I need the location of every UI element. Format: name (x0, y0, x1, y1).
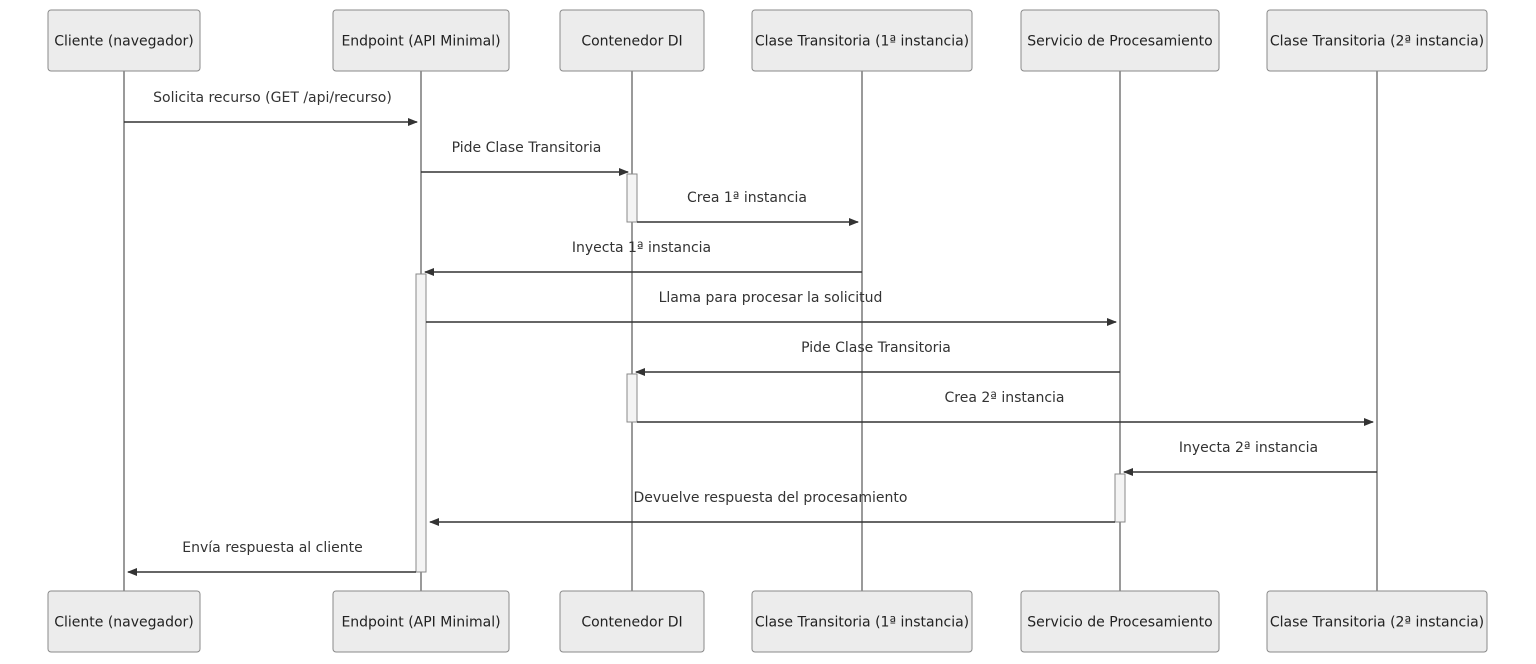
participant-t1-bottom: Clase Transitoria (1ª instancia) (751, 590, 973, 653)
message-label: Solicita recurso (GET /api/recurso) (153, 90, 392, 106)
lifelines (123, 71, 1378, 591)
participant-label: Contenedor DI (581, 34, 682, 50)
participant-label: Cliente (navegador) (54, 615, 194, 631)
message-2: Pide Clase Transitoria (421, 140, 629, 176)
participant-label: Endpoint (API Minimal) (341, 615, 500, 631)
participant-servicio-bottom: Servicio de Procesamiento (1020, 590, 1220, 653)
message-label: Crea 1ª instancia (687, 190, 807, 206)
message-9: Devuelve respuesta del procesamiento (429, 490, 1115, 526)
participant-box (332, 590, 510, 653)
participant-label: Clase Transitoria (1ª instancia) (755, 34, 969, 50)
participant-label: Clase Transitoria (2ª instancia) (1270, 615, 1484, 631)
participant-t2-top: Clase Transitoria (2ª instancia) (1266, 9, 1488, 72)
participant-label: Endpoint (API Minimal) (341, 34, 500, 50)
participant-label: Clase Transitoria (2ª instancia) (1270, 34, 1484, 50)
participant-t2-bottom: Clase Transitoria (2ª instancia) (1266, 590, 1488, 653)
message-label: Envía respuesta al cliente (182, 540, 362, 556)
participant-endpoint-bottom: Endpoint (API Minimal) (332, 590, 510, 653)
message-10: Envía respuesta al cliente (127, 540, 416, 576)
message-label: Devuelve respuesta del procesamiento (634, 490, 908, 506)
message-5: Llama para procesar la solicitud (426, 290, 1117, 326)
participant-label: Clase Transitoria (1ª instancia) (755, 615, 969, 631)
participant-box (559, 590, 705, 653)
activation-bar-di (626, 373, 638, 423)
message-4: Inyecta 1ª instancia (424, 240, 862, 276)
message-8: Inyecta 2ª instancia (1123, 440, 1377, 476)
participant-box (1020, 590, 1220, 653)
participant-box (332, 9, 510, 72)
participant-cliente-top: Cliente (navegador) (47, 9, 201, 72)
participant-label: Servicio de Procesamiento (1027, 34, 1212, 50)
participant-box (47, 9, 201, 72)
message-3: Crea 1ª instancia (637, 190, 859, 226)
participant-servicio-top: Servicio de Procesamiento (1020, 9, 1220, 72)
activation-bar-servicio (1114, 473, 1126, 523)
message-6: Pide Clase Transitoria (635, 340, 1120, 376)
participant-box (47, 590, 201, 653)
participant-box (751, 9, 973, 72)
participant-label: Cliente (navegador) (54, 34, 194, 50)
activations (415, 173, 1126, 573)
participant-label: Servicio de Procesamiento (1027, 615, 1212, 631)
participant-box (1266, 590, 1488, 653)
message-label: Pide Clase Transitoria (452, 140, 602, 156)
messages: Solicita recurso (GET /api/recurso) Pide … (124, 90, 1377, 576)
message-label: Llama para procesar la solicitud (659, 290, 883, 306)
message-label: Inyecta 2ª instancia (1179, 440, 1318, 456)
participant-t1-top: Clase Transitoria (1ª instancia) (751, 9, 973, 72)
participant-box (1020, 9, 1220, 72)
participant-box (751, 590, 973, 653)
participant-di-bottom: Contenedor DI (559, 590, 705, 653)
message-label: Crea 2ª instancia (945, 390, 1065, 406)
participant-label: Contenedor DI (581, 615, 682, 631)
participants: Cliente (navegador) Cliente (navegador) En… (47, 9, 1488, 653)
participant-cliente-bottom: Cliente (navegador) (47, 590, 201, 653)
participant-endpoint-top: Endpoint (API Minimal) (332, 9, 510, 72)
activation-bar-di (626, 173, 638, 223)
participant-box (1266, 9, 1488, 72)
message-label: Pide Clase Transitoria (801, 340, 951, 356)
message-1: Solicita recurso (GET /api/recurso) (124, 90, 418, 126)
participant-di-top: Contenedor DI (559, 9, 705, 72)
message-label: Inyecta 1ª instancia (572, 240, 711, 256)
activation-bar-endpoint (415, 273, 427, 573)
participant-box (559, 9, 705, 72)
message-7: Crea 2ª instancia (637, 390, 1374, 426)
